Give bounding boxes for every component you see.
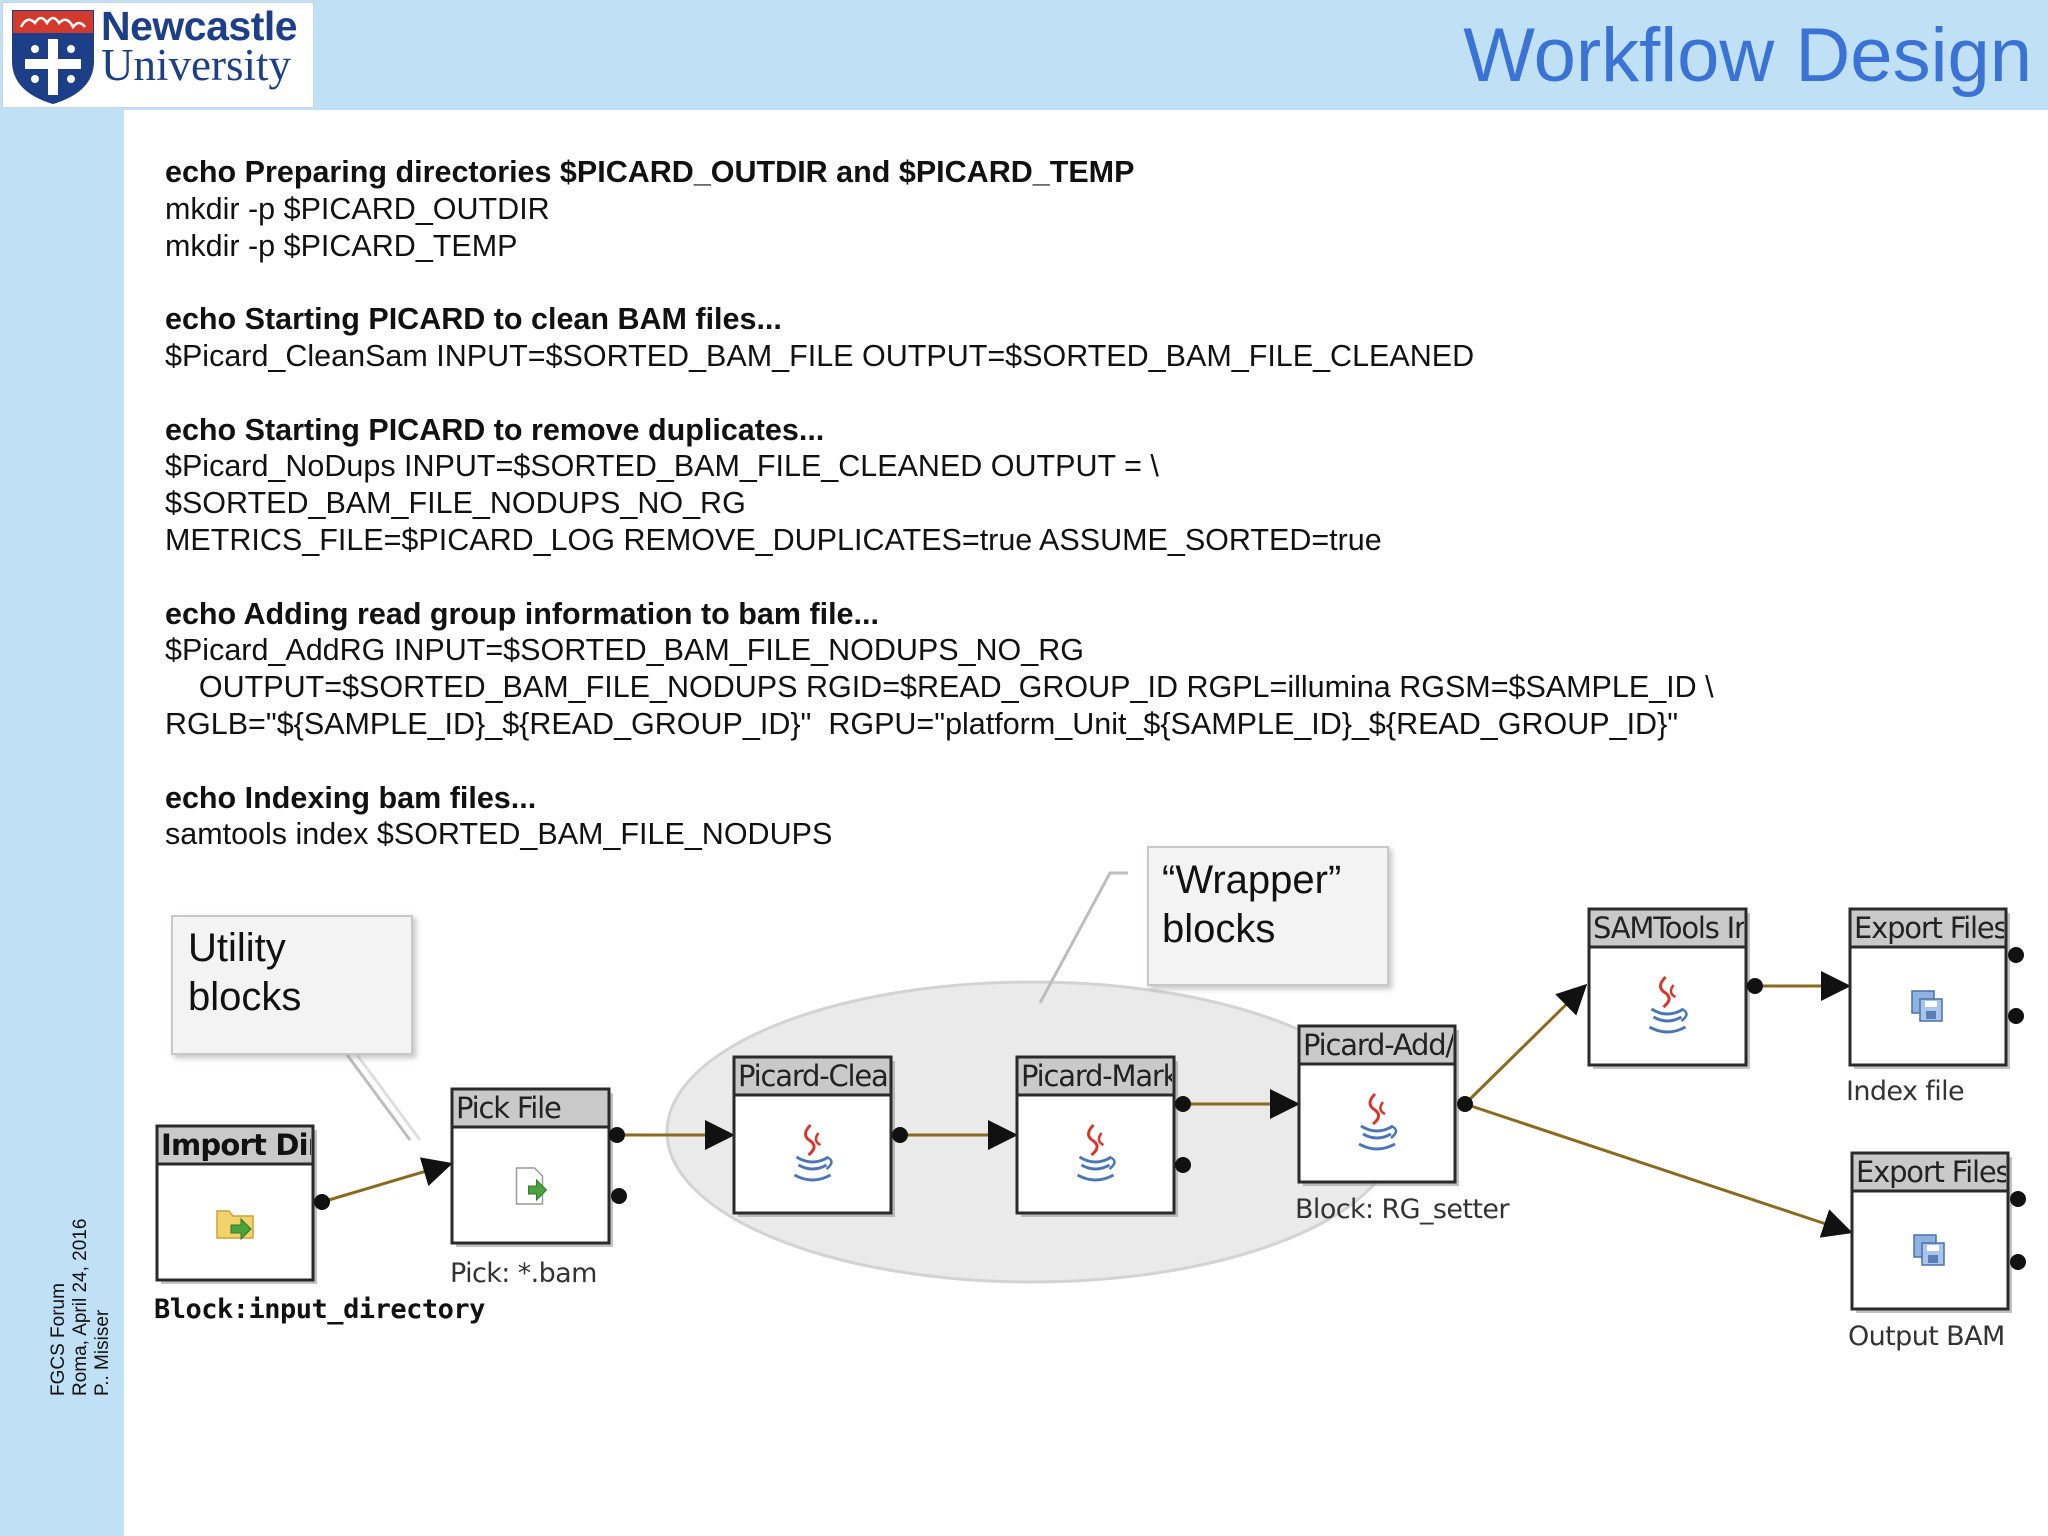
slide-title: Workflow Design	[1463, 13, 2032, 98]
code-command-line: samtools index $SORTED_BAM_FILE_NODUPS	[165, 817, 833, 852]
block-picard-clean[interactable]: Picard-Clean	[732, 1055, 908, 1217]
java-icon	[793, 1123, 833, 1182]
output-port[interactable]	[2010, 1254, 2026, 1270]
output-port[interactable]	[611, 1188, 627, 1204]
output-port[interactable]	[1175, 1096, 1191, 1112]
code-echo-line: echo Adding read group information to ba…	[165, 596, 879, 631]
code-command-line: $SORTED_BAM_FILE_NODUPS_NO_RG	[165, 486, 746, 521]
connector-add-to-samtools	[1463, 983, 1588, 1106]
block-picard-mark[interactable]: Picard-Mark	[1015, 1055, 1191, 1217]
utility-callout-pointer-2	[353, 1051, 422, 1141]
block-title: SAMTools Ir	[1593, 911, 1746, 945]
code-command-line: $Picard_AddRG INPUT=$SORTED_BAM_FILE_NOD…	[165, 633, 1084, 668]
output-port[interactable]	[1747, 978, 1763, 994]
block-title: Pick File	[456, 1091, 561, 1125]
disk-export-icon	[1913, 1234, 1945, 1266]
java-icon	[1648, 975, 1688, 1034]
connector-add-to-export-bam	[1464, 1102, 1853, 1238]
logo-name-line2: University	[101, 40, 291, 90]
java-icon	[1076, 1123, 1116, 1182]
output-port[interactable]	[2008, 1008, 2024, 1024]
output-port[interactable]	[1457, 1096, 1473, 1112]
output-port[interactable]	[2008, 947, 2024, 963]
code-command-line: $Picard_NoDups INPUT=$SORTED_BAM_FILE_CL…	[165, 449, 1159, 484]
block-caption: Block: RG_setter	[1295, 1194, 1510, 1225]
block-title: Export Files	[1856, 1155, 2009, 1189]
output-port[interactable]	[1175, 1157, 1191, 1173]
left-sidebar-bar	[0, 110, 124, 1536]
university-logo: Newcastle University	[2, 2, 314, 108]
output-port[interactable]	[2010, 1191, 2026, 1207]
code-command-line: mkdir -p $PICARD_OUTDIR	[165, 191, 550, 226]
block-title: Import Dir	[161, 1128, 323, 1162]
script-code-block: echo Preparing directories $PICARD_OUTDI…	[165, 154, 2025, 853]
block-title: Picard-Add/	[1303, 1028, 1455, 1062]
block-caption: Block:input_directory	[154, 1294, 485, 1325]
output-port[interactable]	[892, 1127, 908, 1143]
code-command-line: mkdir -p $PICARD_TEMP	[165, 228, 518, 263]
wrapper-callout-line2: blocks	[1162, 907, 1275, 951]
block-title: Picard-Clean	[738, 1059, 905, 1093]
file-arrow-icon	[515, 1167, 548, 1205]
output-port[interactable]	[314, 1194, 330, 1210]
block-caption: Output BAM	[1848, 1321, 2005, 1352]
output-port[interactable]	[609, 1127, 625, 1143]
code-echo-line: echo Starting PICARD to remove duplicate…	[165, 412, 825, 447]
footer-vertical-text: FGCS Forum Roma, April 24, 2016 P.. Misi…	[48, 1219, 114, 1396]
code-command-line: OUTPUT=$SORTED_BAM_FILE_NODUPS RGID=$REA…	[165, 670, 1714, 705]
code-echo-line: echo Preparing directories $PICARD_OUTDI…	[165, 155, 1135, 189]
header-bar	[0, 0, 2048, 110]
logo-name-line1: Newcastle	[101, 3, 298, 49]
utility-callout-line2: blocks	[188, 975, 301, 1019]
code-command-line: METRICS_FILE=$PICARD_LOG REMOVE_DUPLICAT…	[165, 522, 1382, 557]
connector-import-to-pick	[321, 1157, 453, 1204]
code-command-line: $Picard_CleanSam INPUT=$SORTED_BAM_FILE …	[165, 338, 1475, 373]
wrapper-callout-line1: “Wrapper”	[1162, 858, 1341, 902]
university-crest-icon	[12, 10, 94, 105]
disk-export-icon	[1911, 990, 1943, 1022]
utility-callout-line1: Utility	[188, 926, 286, 970]
footer-line2: Roma, April 24, 2016	[70, 1218, 91, 1396]
block-picard-add[interactable]: Picard-Add/Block: RG_setter	[1295, 1024, 1511, 1225]
footer-line1: FGCS Forum	[48, 1283, 69, 1396]
footer-line3: P.. Misiser	[92, 1309, 113, 1396]
block-caption: Pick: *.bam	[450, 1258, 597, 1289]
code-command-line: RGLB="${SAMPLE_ID}_${READ_GROUP_ID}" RGP…	[165, 706, 1679, 741]
block-title: Export Files	[1854, 911, 2007, 945]
code-echo-line: echo Starting PICARD to clean BAM files.…	[165, 302, 782, 337]
connectors	[321, 971, 1853, 1238]
java-icon	[1358, 1092, 1398, 1151]
wrapper-blocks-callout: “Wrapper” blocks	[1147, 846, 1389, 986]
utility-blocks-callout: Utility blocks	[171, 915, 413, 1055]
block-samtools[interactable]: SAMTools Ir	[1587, 907, 1763, 1069]
block-title: Picard-Mark	[1021, 1059, 1180, 1093]
block-caption: Index file	[1846, 1076, 1964, 1107]
code-echo-line: echo Indexing bam files...	[165, 780, 537, 815]
folder-arrow-icon	[216, 1210, 254, 1241]
wrapper-callout-pointer	[1038, 871, 1128, 1004]
utility-callout-pointer	[343, 1051, 412, 1141]
